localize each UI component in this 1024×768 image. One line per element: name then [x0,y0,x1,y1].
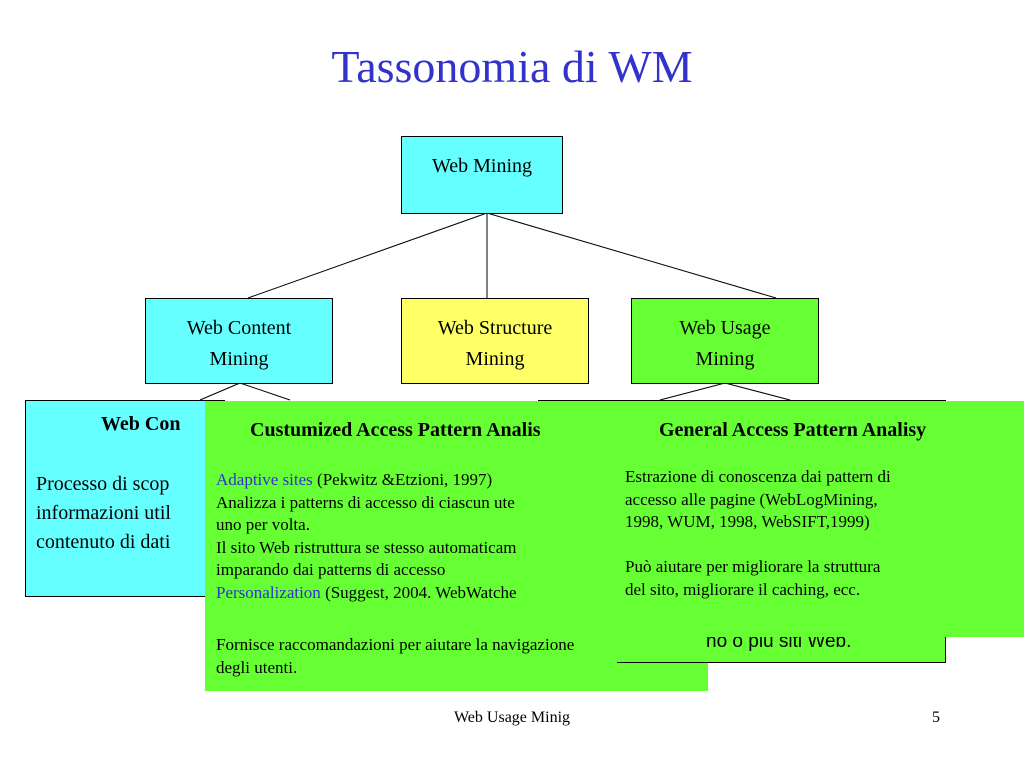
personalization-body: Fornisce raccomandazioni per aiutare la … [216,635,575,677]
content-detail-heading: Web Con [101,413,181,435]
node-web-mining: Web Mining [401,136,563,214]
node-web-mining-label: Web Mining [431,155,533,177]
personalization-ref: (Suggest, 2004. WebWatche [320,582,517,602]
general-access-body: Estrazione di conoscenza dai pattern di … [625,467,891,599]
node-web-content-mining: Web Content Mining [145,298,333,384]
adaptive-sites-ref: (Pekwitz &Etzioni, 1997) [312,470,493,489]
node-web-usage-mining: Web Usage Mining [631,298,819,384]
slide-footer: Web Usage Minig [453,709,571,726]
customized-access-panel: Custumized Access Pattern Analis Adaptiv… [205,401,617,691]
content-detail-body: Processo di scop informazioni util conte… [36,473,171,553]
node-web-structure-mining: Web Structure Mining [401,298,589,384]
adaptive-sites-body: Analizza i patterns di accesso di ciascu… [216,492,517,580]
general-access-panel: General Access Pattern Analisy Estrazion… [617,401,1024,637]
customized-access-heading: Custumized Access Pattern Analis [250,419,541,441]
page-number: 5 [932,709,940,726]
content-detail-box: Web Con Processo di scop informazioni ut… [25,400,225,597]
slide-title: Tassonomia di WM [331,41,693,92]
adaptive-sites-label: Adaptive sites [216,470,313,489]
general-access-heading: General Access Pattern Analisy [659,419,927,441]
personalization-label: Personalization [216,582,321,602]
